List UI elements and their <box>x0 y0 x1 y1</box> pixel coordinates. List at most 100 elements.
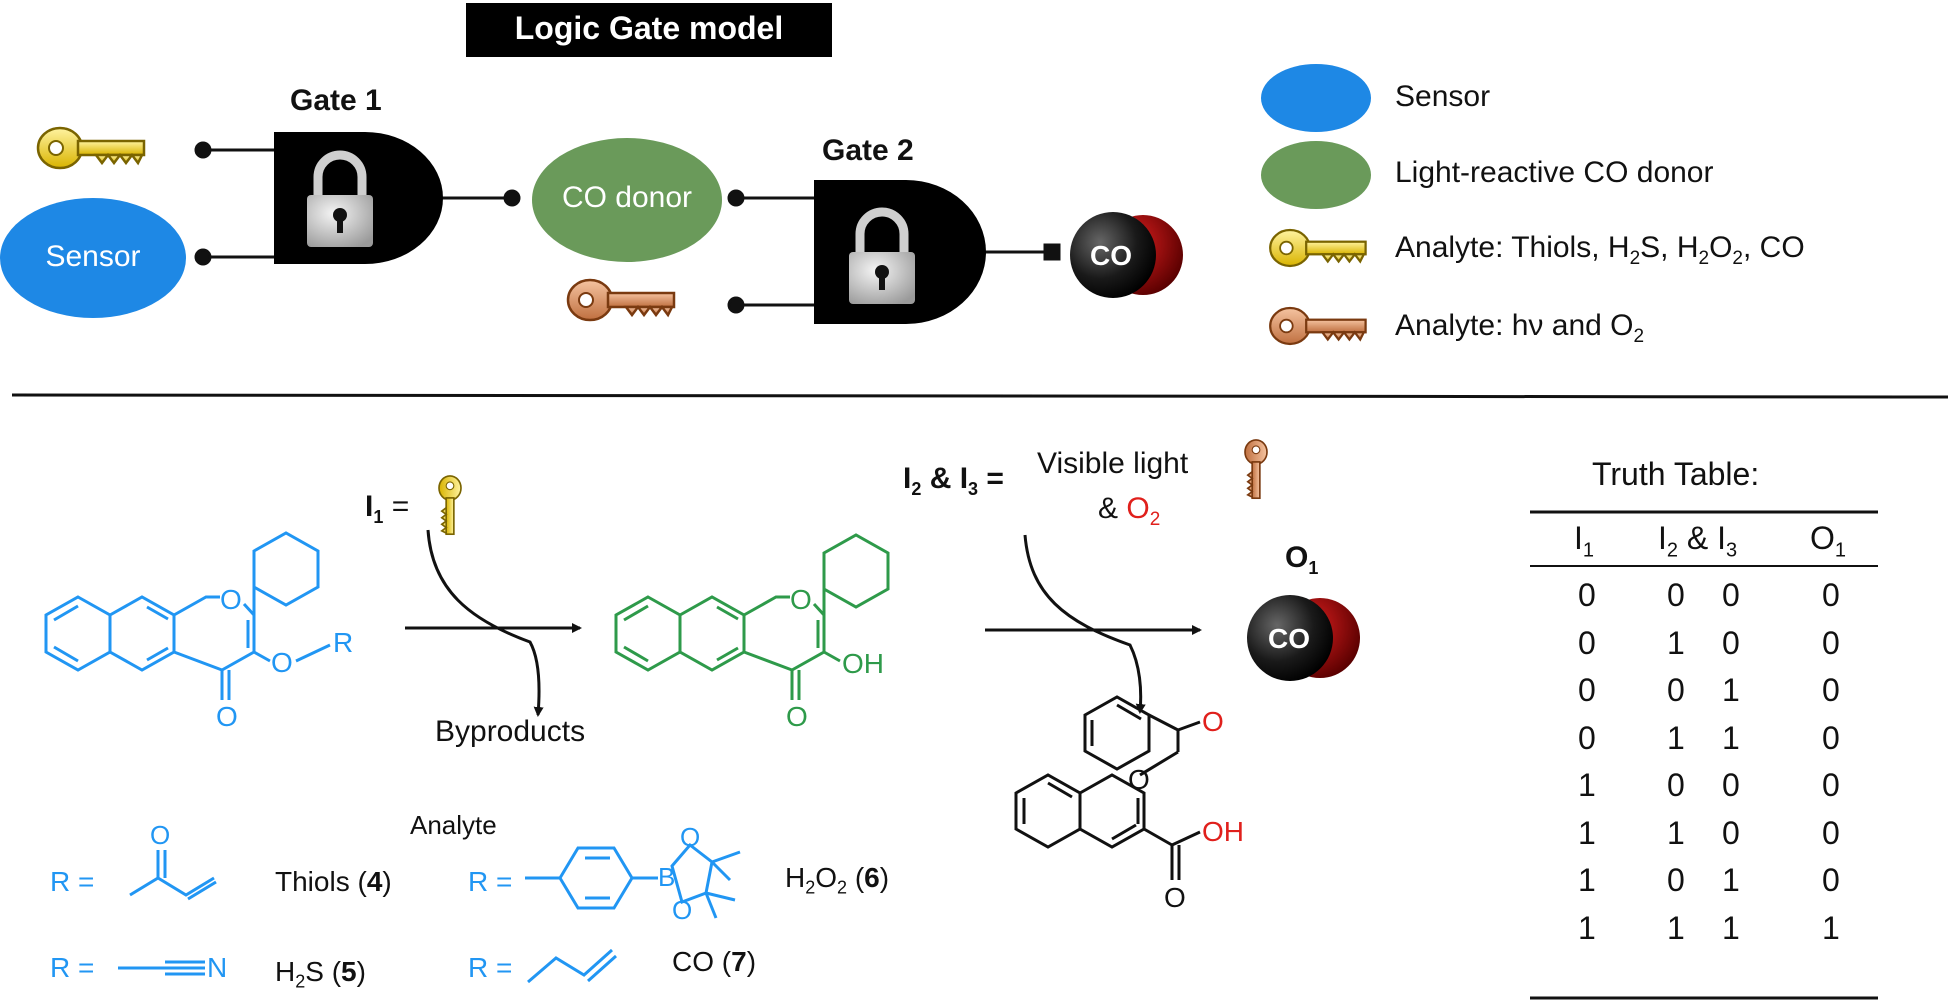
h2s-num: 5 <box>341 956 357 987</box>
analyte-row-thiols-r: R = <box>50 866 95 897</box>
byproduct-benzoate-structure <box>1014 695 1201 880</box>
truth-table-cell: 0 <box>1822 862 1840 898</box>
truth-table-cell: 1 <box>1578 909 1596 946</box>
truth-table-cell: 1 <box>1578 814 1596 851</box>
boronate-atom-o2: O <box>672 895 693 925</box>
legend-sensor-text: Sensor <box>1395 80 1491 113</box>
start-atom-o-ether: O <box>271 647 293 678</box>
section-divider <box>11 393 1949 399</box>
truth-table-cell: 0 <box>1578 672 1596 708</box>
r-group-cyano <box>118 960 205 976</box>
reaction-arrow-2 <box>985 534 1202 714</box>
and-o2-sub: 2 <box>1149 509 1161 530</box>
truth-table-cell: 0 <box>1822 577 1840 613</box>
enone-atom-o: O <box>150 820 171 850</box>
truth-table-cell: 1 <box>1578 767 1596 803</box>
truth-table-cell: 0 <box>1667 672 1685 708</box>
legend-donor-icon <box>1261 141 1371 209</box>
co-donor-node <box>532 138 722 262</box>
gate2-label: Gate 2 <box>822 134 914 167</box>
i23-sub-a: 2 <box>911 479 922 499</box>
legend-sensor-icon <box>1261 64 1371 132</box>
o1-sub: 1 <box>1308 558 1319 578</box>
truth-table-cell: 1 <box>1667 909 1685 946</box>
truth-table-cell: 0 <box>1722 814 1740 851</box>
co-output-label: CO <box>1090 240 1132 271</box>
h2o2-h: H <box>785 862 806 893</box>
reaction-arrow-1 <box>405 529 582 717</box>
sensor-node <box>0 198 186 318</box>
co-num: 7 <box>731 946 747 977</box>
mid-atom-oh: OH <box>842 648 884 679</box>
truth-table-cell: 1 <box>1822 909 1840 946</box>
i23-eq: = <box>978 462 1004 495</box>
hdr-i1-letter: I <box>1574 520 1583 556</box>
title-banner <box>466 3 832 57</box>
i1-sub: 1 <box>373 507 384 527</box>
analyte-heading: Analyte <box>410 810 497 840</box>
truth-table-cell: 0 <box>1822 814 1840 851</box>
co-product-label: CO <box>1268 623 1310 654</box>
legend-orange-key-text: Analyte: hν and O2 <box>1395 309 1644 348</box>
start-atom-r: R <box>333 627 354 658</box>
mid-atom-o-ring: O <box>790 584 812 615</box>
legend-yellow-text-d: , CO <box>1743 231 1805 264</box>
truth-table-cell: 1 <box>1722 719 1740 756</box>
cyano-atom-n: N <box>207 952 228 983</box>
boronate-atom-o1: O <box>680 822 701 852</box>
co-product-molecule <box>1247 595 1360 681</box>
r-group-boronate <box>525 842 741 919</box>
r-group-enone <box>129 850 217 901</box>
truth-table-header-o1: O1 <box>1810 520 1846 562</box>
i23-amp: & I <box>921 462 969 495</box>
byp-atom-o-top: O <box>1202 706 1224 737</box>
truth-table-cell: 1 <box>1667 719 1685 756</box>
truth-table-cell: 0 <box>1822 672 1840 708</box>
hdr-i23-sub-b: 3 <box>1726 539 1738 562</box>
o1-letter: O <box>1285 541 1309 574</box>
truth-table-cell: 1 <box>1722 909 1740 946</box>
truth-table-cell: 0 <box>1578 624 1596 661</box>
legend-yellow-text-b: S, H <box>1640 231 1699 264</box>
legend-yellow-text-a: Analyte: Thiols, H <box>1395 231 1630 264</box>
truth-table-header-i1: I1 <box>1574 520 1594 562</box>
truth-table-cell: 0 <box>1822 624 1840 661</box>
h2o2-sub1: 2 <box>805 877 816 898</box>
gate1-connections <box>194 141 521 266</box>
truth-table-cell: 0 <box>1578 719 1596 756</box>
analyte-row-co-r: R = <box>468 952 513 983</box>
gate2-and-gate <box>814 180 986 324</box>
byproducts-label: Byproducts <box>435 715 586 748</box>
co-output-molecule <box>1070 212 1183 298</box>
gate1-and-gate <box>274 132 443 264</box>
mid-atom-o-keto: O <box>786 701 808 732</box>
start-atom-o-keto: O <box>216 701 238 732</box>
byp-atom-o-ester: O <box>1128 764 1150 795</box>
legend-orange-key-icon <box>1269 306 1367 346</box>
hdr-i1-sub: 1 <box>1582 539 1595 562</box>
visible-light-label: Visible light <box>1037 447 1189 480</box>
hdr-i23-sub-a: 2 <box>1666 539 1679 562</box>
i1-letter: I <box>365 490 374 523</box>
truth-table-cell: 0 <box>1722 577 1740 613</box>
truth-table-cell: 0 <box>1822 719 1840 756</box>
byp-atom-o-acid: O <box>1164 882 1186 913</box>
truth-table-cell: 1 <box>1667 814 1685 851</box>
i23-key-icon <box>1244 439 1268 500</box>
legend-orange-sub1: 2 <box>1633 326 1645 347</box>
legend-yellow-sub3: 2 <box>1732 248 1743 269</box>
i23-letter-a: I <box>903 462 912 495</box>
h2o2-o: O <box>815 862 838 893</box>
hdr-o1-sub: 1 <box>1834 539 1847 562</box>
sensor-label: Sensor <box>45 240 141 273</box>
analyte-row-co-name: CO (7) <box>672 946 757 977</box>
boronate-atom-b: B <box>658 862 676 892</box>
co-donor-label: CO donor <box>561 181 693 214</box>
gate2-connections <box>727 189 1061 314</box>
page-title: Logic Gate model <box>514 10 784 46</box>
truth-table-rules <box>1530 510 1878 1000</box>
byp-atom-oh: OH <box>1202 816 1244 847</box>
yellow-key-icon <box>36 126 146 170</box>
legend-yellow-sub1: 2 <box>1629 248 1641 269</box>
starting-flavonol-structure <box>44 531 331 700</box>
